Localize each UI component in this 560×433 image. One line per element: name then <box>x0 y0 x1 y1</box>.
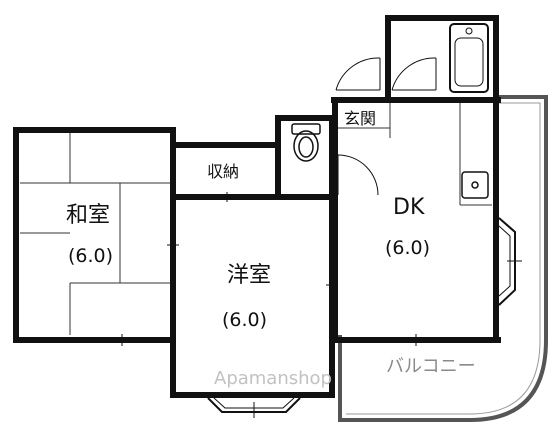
entrance-name: 玄関 <box>344 109 376 128</box>
balcony-label: バルコニー <box>386 356 476 377</box>
sink-icon <box>461 171 489 199</box>
dk-size: (6.0) <box>385 237 430 259</box>
washitsu-size: (6.0) <box>68 245 113 267</box>
bay-window-right <box>498 217 522 306</box>
bathtub-icon <box>449 23 489 93</box>
youshitsu-name: 洋室 <box>227 263 271 288</box>
washitsu-name: 和室 <box>66 203 110 228</box>
walls <box>13 15 501 398</box>
balcony-area <box>338 95 548 422</box>
youshitsu-size: (6.0) <box>222 309 267 331</box>
storage-name: 収納 <box>207 162 239 181</box>
tatami-lines <box>20 133 170 335</box>
bay-window-bottom <box>207 397 301 418</box>
dk-name: DK <box>393 195 425 220</box>
doors <box>335 57 437 196</box>
window-marks <box>121 192 417 346</box>
toilet-icon <box>291 123 321 162</box>
watermark-text: Apamanshop <box>214 368 332 389</box>
